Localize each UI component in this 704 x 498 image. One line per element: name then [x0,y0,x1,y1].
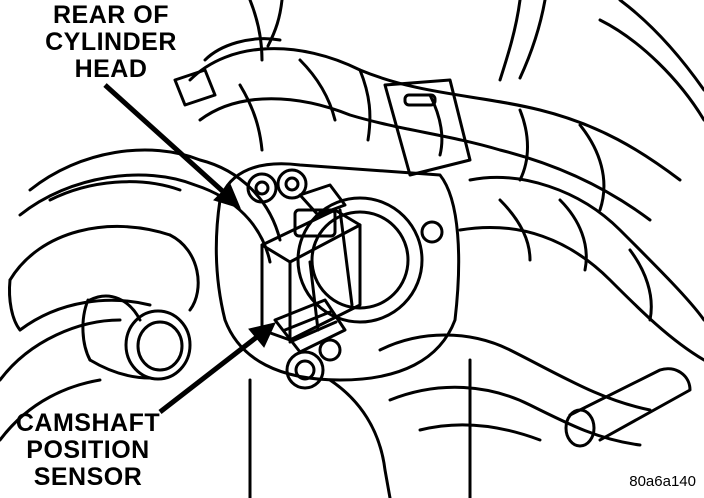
callout-line: HEAD [74,55,148,83]
leader-camshaft-position-sensor [158,331,264,414]
harness-wire-top-mid [266,0,284,48]
hose-end-fitting [124,309,192,381]
harness-wire-top-right [498,0,522,82]
bolt-4 [318,338,342,362]
harness-clamp [383,78,472,177]
callout-line: POSITION [26,436,150,464]
bolt-2 [276,168,308,200]
cam-bore [296,196,424,324]
wiring-harness-right [468,176,704,322]
harness-wire-top-left [248,0,264,62]
callout-line: REAR OF [53,1,169,29]
callout-camshaft-position-sensor: CAMSHAFT POSITION SENSOR [0,410,176,491]
tube-lower-right [568,367,692,442]
leader-arrows [103,83,276,414]
bolt-3 [420,220,444,244]
callout-line: CYLINDER [45,28,177,56]
wiring-harness-left [28,148,282,242]
callout-rear-of-cylinder-head: REAR OF CYLINDER HEAD [22,2,200,83]
cylinder-head-rear [214,162,461,382]
harness-wrap-upper [188,47,682,182]
bolt-1 [246,172,278,204]
callout-line: CAMSHAFT [15,409,161,437]
coolant-hose [8,224,172,282]
figure-code: 80a6a140 [629,473,696,490]
callout-line: SENSOR [33,463,143,491]
sensor-connector [273,298,347,354]
leader-rear-of-cylinder-head [103,83,230,198]
